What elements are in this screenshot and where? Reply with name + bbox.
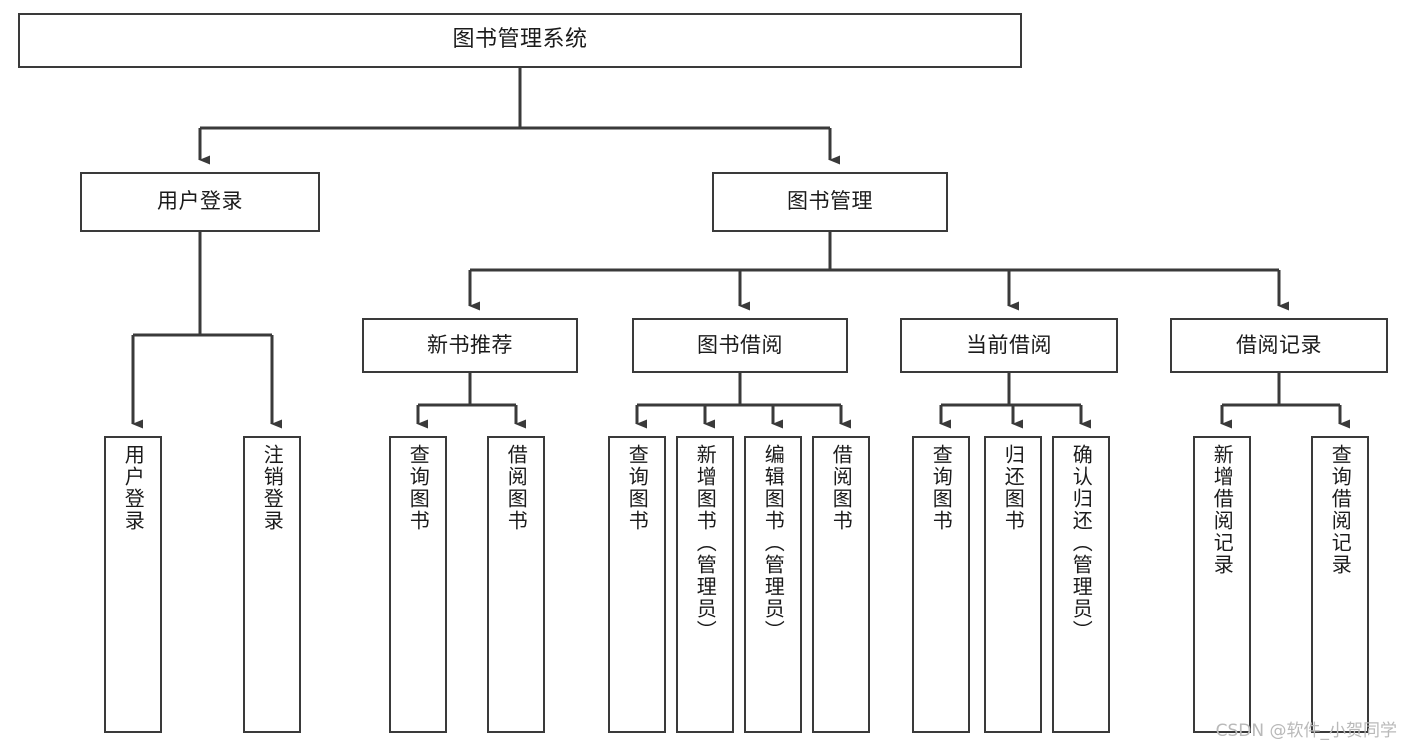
- watermark: CSDN @软件_小贺同学: [1215, 721, 1397, 741]
- node-borrowing-records-label: 借阅记录: [1236, 332, 1322, 357]
- leaf-node-label: 借阅图书: [829, 444, 854, 532]
- leaf-node-label: 新增借阅记录: [1210, 444, 1235, 576]
- leaf-node-label: 查询图书: [929, 444, 954, 532]
- leaf-node[interactable]: 新增借阅记录: [1193, 436, 1251, 733]
- node-user-login[interactable]: 用户登录: [80, 172, 320, 232]
- leaf-node[interactable]: 用户登录: [104, 436, 162, 733]
- leaf-node-label: 用户登录: [121, 444, 146, 532]
- leaf-node[interactable]: 新增图书（管理员）: [676, 436, 734, 733]
- leaf-node[interactable]: 编辑图书（管理员）: [744, 436, 802, 733]
- leaf-node-label: 新增图书（管理员）: [693, 444, 718, 642]
- node-new-book-recommendation[interactable]: 新书推荐: [362, 318, 578, 373]
- node-user-login-label: 用户登录: [157, 189, 243, 214]
- leaf-node-label: 编辑图书（管理员）: [761, 444, 786, 642]
- leaf-node[interactable]: 查询图书: [608, 436, 666, 733]
- node-borrowing-records[interactable]: 借阅记录: [1170, 318, 1388, 373]
- leaf-node-label: 确认归还（管理员）: [1069, 444, 1094, 642]
- leaf-node[interactable]: 借阅图书: [812, 436, 870, 733]
- leaf-node[interactable]: 归还图书: [984, 436, 1042, 733]
- node-new-book-recommendation-label: 新书推荐: [427, 332, 513, 357]
- node-book-management-label: 图书管理: [787, 189, 873, 214]
- leaf-node[interactable]: 查询借阅记录: [1311, 436, 1369, 733]
- leaf-node[interactable]: 查询图书: [389, 436, 447, 733]
- node-root-system-label: 图书管理系统: [452, 27, 588, 53]
- node-current-borrowing-label: 当前借阅: [966, 332, 1052, 357]
- leaf-node[interactable]: 注销登录: [243, 436, 301, 733]
- leaf-node-label: 查询图书: [625, 444, 650, 532]
- node-book-management[interactable]: 图书管理: [712, 172, 948, 232]
- leaf-node[interactable]: 查询图书: [912, 436, 970, 733]
- leaf-node-label: 借阅图书: [504, 444, 529, 532]
- leaf-node-label: 查询借阅记录: [1328, 444, 1353, 576]
- leaf-node-label: 归还图书: [1001, 444, 1026, 532]
- leaf-node-label: 注销登录: [260, 444, 285, 532]
- node-book-borrowing[interactable]: 图书借阅: [632, 318, 848, 373]
- node-current-borrowing[interactable]: 当前借阅: [900, 318, 1118, 373]
- node-book-borrowing-label: 图书借阅: [697, 332, 783, 357]
- leaf-node[interactable]: 借阅图书: [487, 436, 545, 733]
- leaf-node[interactable]: 确认归还（管理员）: [1052, 436, 1110, 733]
- node-root-system[interactable]: 图书管理系统: [18, 13, 1022, 68]
- leaf-node-label: 查询图书: [406, 444, 431, 532]
